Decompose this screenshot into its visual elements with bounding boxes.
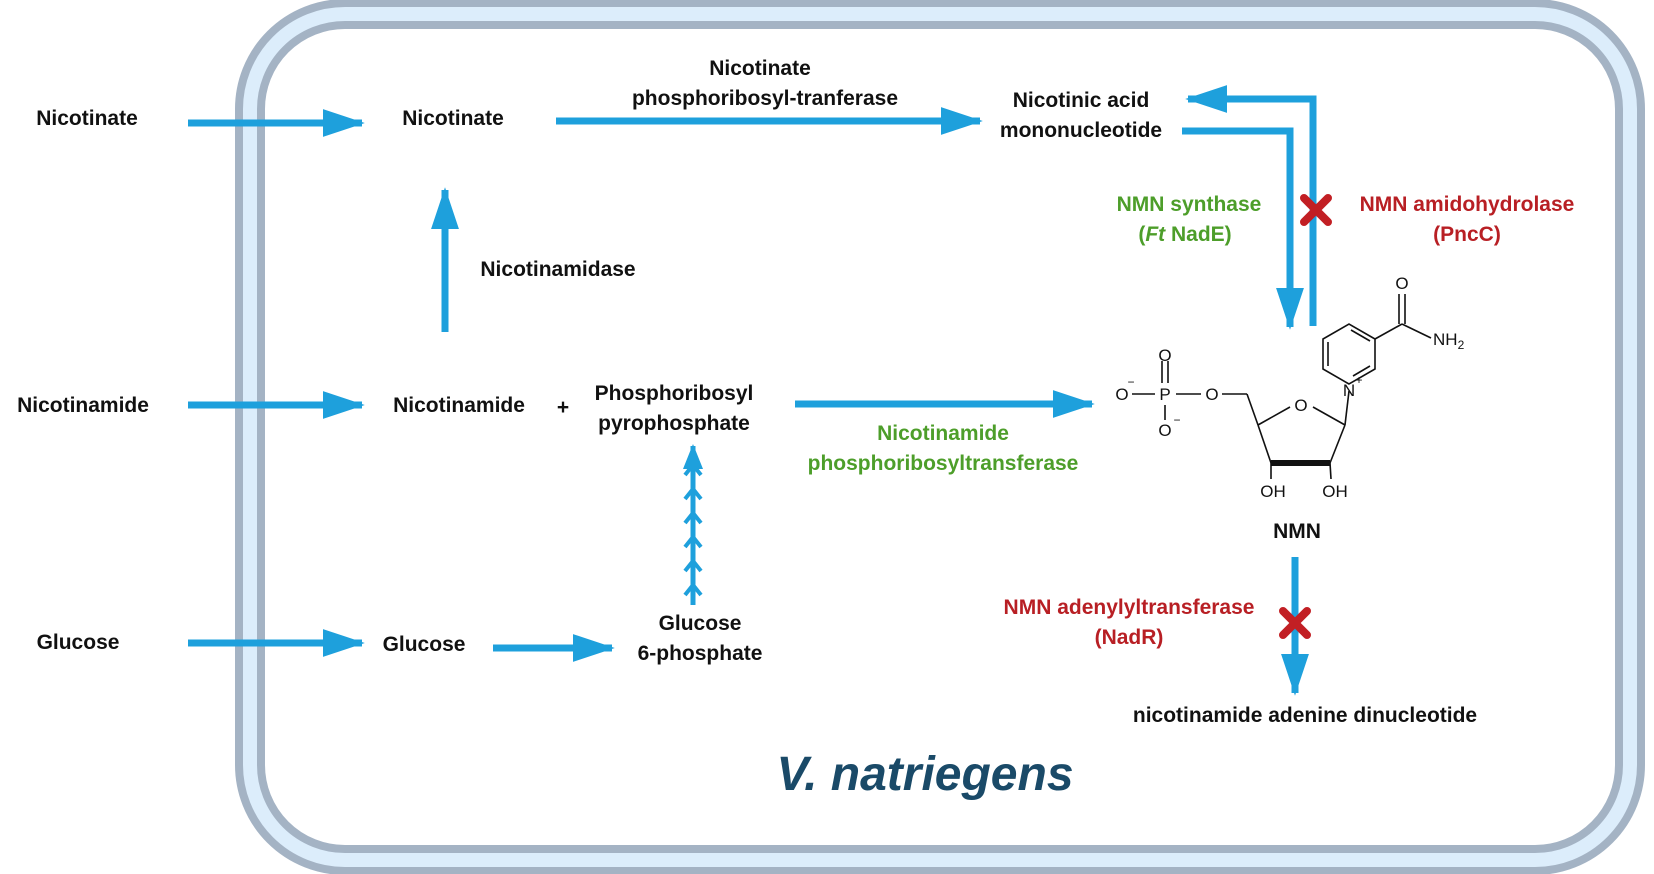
naprt-label-line2: phosphoribosyl-tranferase [632, 87, 898, 110]
input-nicotinate-label: Nicotinate [36, 107, 138, 130]
phosphate-o-minus-charge: − [1127, 375, 1134, 389]
ring-o-label: O [1294, 396, 1307, 415]
pncc-label-line2: (PncC) [1433, 223, 1501, 246]
nicotinamide-label: Nicotinamide [393, 394, 525, 417]
nampt-label-line2: phosphoribosyltransferase [808, 452, 1079, 475]
amide-nh2-label: NH2 [1433, 330, 1465, 352]
plus-sign: + [557, 396, 569, 419]
carbonyl-o-label: O [1395, 274, 1408, 293]
nmn-synthase-arrow [1182, 127, 1304, 330]
oh-left-label: OH [1260, 482, 1286, 501]
phosphate-o-bottom-charge: − [1173, 413, 1180, 427]
pyridinium-n-label: N [1343, 381, 1355, 400]
nadr-blocked-x-icon [1279, 607, 1311, 639]
g6p-label-line2: 6-phosphate [638, 642, 763, 665]
multistep-chevrons [683, 461, 703, 597]
nmn-synthase-label-line2: (Ft NadE) [1138, 223, 1231, 246]
cell-membrane-inner [243, 7, 1637, 867]
organism-label: V. natriegens [776, 748, 1073, 801]
phosphate-o-minus-label: O [1115, 385, 1128, 404]
nmn-synthase-label-line1: NMN synthase [1117, 193, 1262, 216]
pncc-arrow [1185, 85, 1317, 326]
pyridinium-n-charge: + [1355, 373, 1362, 387]
prpp-label-line2: pyrophosphate [598, 412, 750, 435]
pncc-label-line1: NMN amidohydrolase [1360, 193, 1575, 216]
nad-label: nicotinamide adenine dinucleotide [1133, 704, 1477, 727]
glucose-label: Glucose [383, 633, 466, 656]
namn-label-line1: Nicotinic acid [1013, 89, 1150, 112]
oh-right-label: OH [1322, 482, 1348, 501]
nmn-label: NMN [1273, 520, 1321, 543]
phosphate-o-top-label: O [1158, 346, 1171, 365]
nmn-structure [1132, 294, 1432, 480]
nadr-label-line1: NMN adenylyltransferase [1004, 596, 1255, 619]
input-nicotinamide-label: Nicotinamide [17, 394, 149, 417]
input-glucose-label: Glucose [37, 631, 120, 654]
pncc-blocked-x-icon [1300, 194, 1332, 226]
nampt-label-line1: Nicotinamide [877, 422, 1009, 445]
nicotinate-label: Nicotinate [402, 107, 504, 130]
nadr-label-line2: (NadR) [1095, 626, 1164, 649]
namn-label-line2: mononucleotide [1000, 119, 1162, 142]
prpp-label-line1: Phosphoribosyl [595, 382, 754, 405]
phosphate-o-bottom-label: O [1158, 421, 1171, 440]
g6p-label-line1: Glucose [659, 612, 742, 635]
phosphorus-label: P [1159, 385, 1170, 404]
naprt-label-line1: Nicotinate [709, 57, 811, 80]
nicotinamidase-label: Nicotinamidase [480, 258, 635, 281]
ester-o-label: O [1205, 385, 1218, 404]
